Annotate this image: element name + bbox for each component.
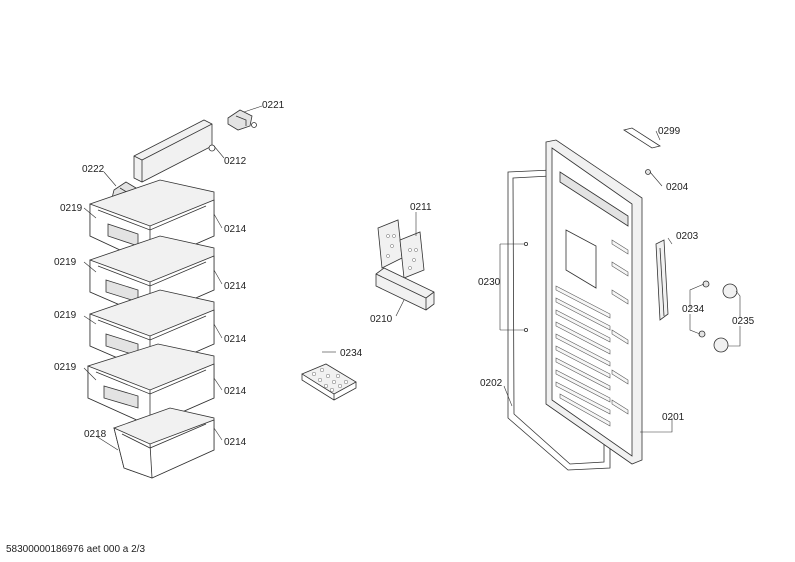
label-0219-2: 0219 xyxy=(54,257,77,268)
label-0211: 0211 xyxy=(410,202,432,213)
leader-lines xyxy=(83,105,741,451)
label-0218: 0218 xyxy=(84,429,107,440)
part-0234-ice-tray xyxy=(301,363,357,401)
part-0234-screws xyxy=(698,280,710,338)
door-ribs xyxy=(555,239,629,427)
part-0221-bracket xyxy=(227,109,257,131)
part-0203-handle xyxy=(655,239,669,321)
label-0214-2: 0214 xyxy=(224,281,247,292)
label-0210: 0210 xyxy=(370,314,393,325)
label-0214-4: 0214 xyxy=(224,386,247,397)
label-0201: 0201 xyxy=(662,412,685,423)
label-0234-screws: 0234 xyxy=(682,304,705,315)
label-0234-tray: 0234 xyxy=(340,348,363,359)
part-0204-screw xyxy=(645,169,651,175)
label-0204: 0204 xyxy=(666,182,689,193)
label-0219-3: 0219 xyxy=(54,310,77,321)
part-0235-caps xyxy=(713,283,738,353)
label-0235: 0235 xyxy=(732,316,755,327)
footer-document-id: 58300000186976 aet 000 a 2/3 xyxy=(6,544,145,555)
part-0212-cover xyxy=(133,119,216,183)
part-0211-ice-packs xyxy=(377,219,425,279)
label-0221: 0221 xyxy=(262,100,285,111)
label-0203: 0203 xyxy=(676,231,699,242)
label-0299: 0299 xyxy=(658,126,681,137)
label-0222: 0222 xyxy=(82,164,105,175)
part-0201-door xyxy=(545,139,643,465)
label-0214-1: 0214 xyxy=(224,224,247,235)
part-labels: 0221 0212 0222 0219 0219 0219 0219 0214 … xyxy=(54,100,755,448)
drawer-0218-bottom xyxy=(113,407,215,479)
label-0219-1: 0219 xyxy=(60,203,83,214)
label-0219-4: 0219 xyxy=(54,362,77,373)
label-0202: 0202 xyxy=(480,378,503,389)
label-0214-5: 0214 xyxy=(224,437,247,448)
part-0299-label xyxy=(623,127,661,149)
label-0230: 0230 xyxy=(478,277,501,288)
label-0212: 0212 xyxy=(224,156,247,167)
part-0210-strip xyxy=(375,267,435,311)
label-0214-3: 0214 xyxy=(224,334,247,345)
